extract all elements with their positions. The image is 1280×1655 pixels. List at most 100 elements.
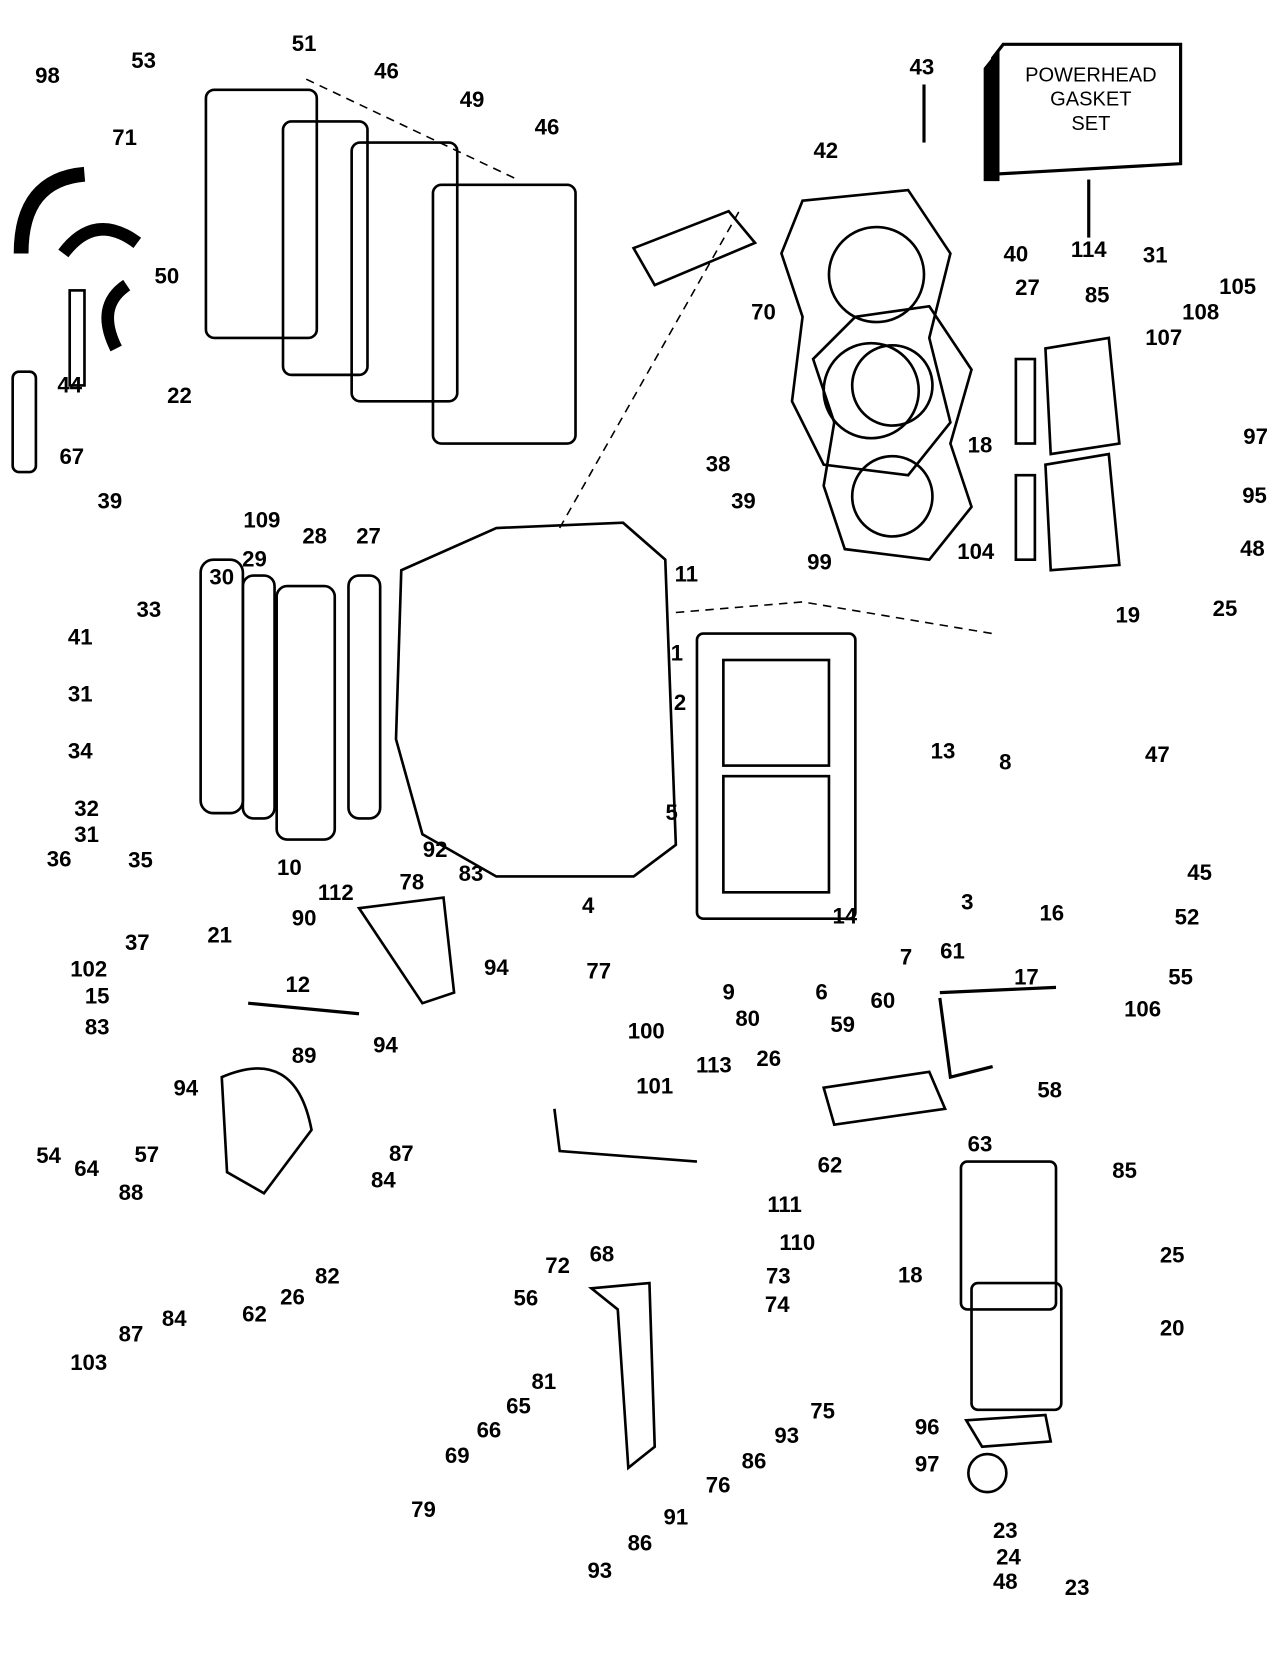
part-callout-113: 113 (695, 1053, 732, 1078)
part-callout-5: 5 (665, 800, 678, 826)
part-callout-56: 56 (513, 1286, 539, 1312)
part-callout-94: 94 (483, 956, 509, 981)
part-callout-68: 68 (589, 1242, 615, 1267)
exhaust-cover-plates (204, 78, 577, 445)
part-callout-73: 73 (765, 1264, 791, 1289)
part-callout-15: 15 (84, 984, 110, 1010)
part-callout-107: 107 (1145, 325, 1183, 351)
gasket-set-line2: GASKET (1050, 88, 1132, 111)
part-callout-80: 80 (735, 1006, 760, 1032)
part-callout-12: 12 (285, 973, 311, 998)
part-callout-32: 32 (74, 796, 99, 822)
part-callout-55: 55 (1168, 965, 1193, 990)
part-callout-16: 16 (1039, 901, 1065, 926)
part-callout-72: 72 (545, 1254, 570, 1279)
part-callout-2: 2 (673, 691, 687, 716)
part-callout-87: 87 (118, 1322, 144, 1347)
part-callout-24: 24 (996, 1545, 1021, 1570)
part-callout-40: 40 (1003, 242, 1029, 267)
part-callout-45: 45 (1187, 861, 1212, 886)
part-callout-86: 86 (627, 1531, 653, 1557)
bypass-covers (199, 558, 382, 841)
part-callout-36: 36 (46, 847, 72, 872)
part-callout-96: 96 (914, 1415, 940, 1440)
part-callout-61: 61 (940, 939, 965, 964)
part-callout-14: 14 (832, 904, 858, 929)
part-callout-88: 88 (118, 1181, 144, 1206)
part-callout-76: 76 (705, 1473, 731, 1498)
part-callout-49: 49 (459, 88, 485, 113)
part-callout-93: 93 (587, 1559, 613, 1584)
part-callout-92: 92 (422, 837, 448, 863)
part-callout-7: 7 (899, 945, 913, 970)
part-callout-103: 103 (70, 1351, 108, 1376)
reed-plates (1014, 336, 1121, 572)
part-callout-99: 99 (807, 550, 832, 575)
part-callout-62: 62 (242, 1302, 267, 1327)
part-callout-25: 25 (1159, 1243, 1185, 1268)
part-callout-85: 85 (1084, 283, 1110, 308)
part-callout-51: 51 (291, 32, 317, 57)
part-callout-74: 74 (764, 1293, 790, 1318)
gasket-set-box-outline (922, 42, 1183, 238)
part-callout-83: 83 (84, 1015, 110, 1040)
part-callout-112: 112 (317, 881, 354, 906)
part-callout-46: 46 (374, 59, 399, 84)
part-callout-86: 86 (741, 1449, 767, 1474)
part-callout-108: 108 (1182, 300, 1220, 325)
part-callout-18: 18 (897, 1263, 923, 1288)
part-callout-94: 94 (373, 1033, 398, 1058)
part-callout-48: 48 (992, 1569, 1018, 1595)
part-callout-94: 94 (173, 1076, 199, 1101)
part-callout-82: 82 (315, 1264, 340, 1289)
part-callout-106: 106 (1124, 997, 1162, 1022)
part-callout-37: 37 (124, 930, 150, 956)
part-callout-4: 4 (582, 893, 595, 919)
part-callout-17: 17 (1014, 965, 1039, 990)
part-callout-3: 3 (961, 890, 974, 916)
part-callout-27: 27 (1015, 276, 1040, 301)
part-callout-53: 53 (131, 49, 156, 74)
part-callout-84: 84 (370, 1168, 396, 1193)
part-callout-65: 65 (506, 1394, 531, 1419)
part-callout-85: 85 (1112, 1158, 1137, 1184)
linkage-parts (220, 896, 1057, 1471)
part-callout-34: 34 (67, 739, 93, 765)
part-callout-38: 38 (705, 452, 731, 477)
part-callout-62: 62 (817, 1153, 843, 1178)
part-callout-97: 97 (914, 1452, 940, 1477)
part-callout-95: 95 (1242, 484, 1267, 509)
part-callout-67: 67 (59, 445, 85, 470)
part-callout-31: 31 (67, 682, 93, 707)
part-callout-84: 84 (161, 1306, 187, 1332)
part-callout-26: 26 (756, 1047, 782, 1072)
gasket-set-line3: SET (1071, 112, 1111, 136)
part-callout-39: 39 (97, 489, 123, 514)
part-callout-44: 44 (57, 373, 83, 398)
part-callout-60: 60 (870, 988, 896, 1014)
intake-manifold (959, 1160, 1063, 1494)
part-callout-59: 59 (830, 1013, 856, 1038)
part-callout-58: 58 (1037, 1078, 1062, 1103)
part-callout-35: 35 (128, 848, 153, 873)
part-callout-87: 87 (388, 1142, 414, 1167)
part-callout-29: 29 (242, 547, 267, 572)
part-callout-30: 30 (209, 565, 235, 590)
part-callout-105: 105 (1219, 275, 1257, 300)
part-callout-70: 70 (751, 300, 776, 325)
part-callout-54: 54 (36, 1144, 61, 1169)
part-callout-47: 47 (1145, 742, 1170, 768)
part-callout-57: 57 (134, 1143, 160, 1168)
part-callout-23: 23 (992, 1519, 1018, 1544)
part-callout-114: 114 (1070, 238, 1107, 263)
part-callout-69: 69 (444, 1444, 470, 1469)
part-callout-75: 75 (810, 1399, 835, 1425)
crankcase-block (394, 521, 993, 921)
part-callout-26: 26 (280, 1285, 305, 1310)
part-callout-97: 97 (1243, 425, 1268, 450)
part-callout-18: 18 (967, 433, 993, 458)
part-callout-91: 91 (663, 1505, 689, 1530)
part-callout-31: 31 (74, 823, 99, 848)
